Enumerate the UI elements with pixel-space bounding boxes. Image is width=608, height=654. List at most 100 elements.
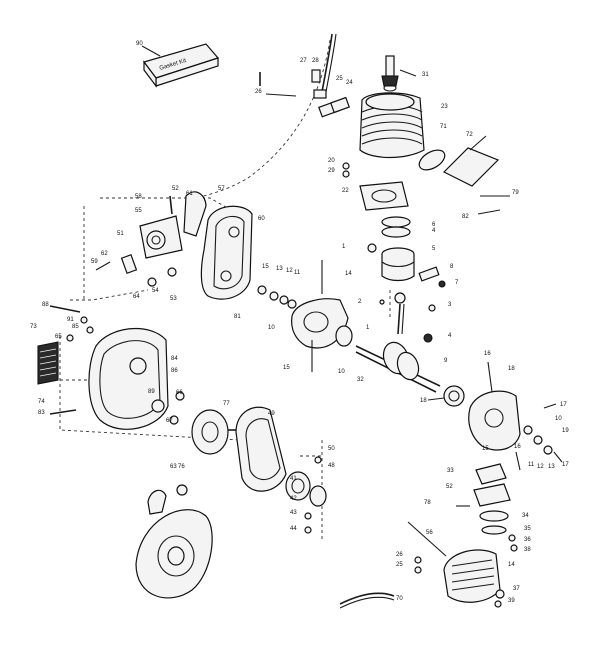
callout-c-6: 6: [432, 222, 436, 228]
callout-c-58: 58: [135, 194, 142, 200]
callout-c-11a: 11: [294, 270, 301, 276]
callout-c-19: 19: [562, 428, 569, 434]
callout-c-84: 84: [171, 356, 178, 362]
piston: [367, 243, 446, 288]
callout-c-7: 7: [455, 280, 459, 286]
callout-c-17a: 17: [560, 402, 567, 408]
callout-c-50: 50: [328, 446, 335, 452]
callout-c-82: 82: [462, 214, 469, 220]
callout-c-13a: 13: [276, 266, 283, 272]
crankshaft: [355, 341, 465, 407]
gasket-kit-box: Gasket Kit: [141, 43, 220, 88]
callout-c-25: 25: [336, 76, 343, 82]
callout-c-52: 52: [172, 186, 179, 192]
callout-c-20: 20: [328, 158, 335, 164]
callout-c-31: 31: [422, 72, 429, 78]
callout-c-36: 36: [524, 537, 531, 543]
callout-c-43: 43: [290, 510, 297, 516]
clutch-drum: [235, 406, 327, 534]
callout-c-55: 55: [135, 208, 142, 214]
callout-c-15: 15: [262, 264, 269, 270]
tank-panel: [200, 205, 253, 300]
callout-c-2: 2: [358, 299, 362, 305]
callout-c-65: 65: [55, 334, 62, 340]
callout-c-23: 23: [441, 104, 448, 110]
callout-c-12a: 12: [286, 268, 293, 274]
carburetor: [95, 191, 207, 287]
callout-c-91: 91: [67, 317, 74, 323]
callout-c-27: 27: [300, 58, 307, 64]
callout-c-25b: 25: [396, 562, 403, 568]
callout-c-15b: 15: [283, 365, 290, 371]
starter-assembly: [135, 484, 213, 599]
callout-c-11b: 11: [528, 462, 535, 468]
callout-c-60: 60: [258, 216, 265, 222]
callout-c-70: 70: [396, 596, 403, 602]
callout-c-4a: 4: [432, 228, 436, 234]
lower-carburetor: [407, 521, 505, 608]
callout-c-10c: 10: [555, 416, 562, 422]
fuel-hose: [339, 592, 395, 609]
crankcase-right: [468, 361, 563, 471]
fan-housing: [88, 327, 185, 430]
callout-c-14a: 14: [345, 271, 352, 277]
callout-c-44: 44: [290, 526, 297, 532]
callout-c-38: 38: [524, 547, 531, 553]
callout-c-4b: 4: [448, 333, 452, 339]
decal-plate: [37, 341, 59, 385]
connecting-rod: [379, 292, 436, 343]
callout-c-56: 56: [426, 530, 433, 536]
callout-c-10b: 10: [338, 369, 345, 375]
callout-c-26b: 26: [396, 552, 403, 558]
callout-c-34: 34: [522, 513, 529, 519]
callout-c-1b: 1: [366, 325, 370, 331]
callout-c-17b: 17: [562, 462, 569, 468]
callout-c-86: 86: [171, 368, 178, 374]
crankcase-left: [257, 260, 353, 372]
callout-c-39: 39: [508, 598, 515, 604]
callout-c-32: 32: [357, 377, 364, 383]
callout-c-18a: 18: [508, 366, 515, 372]
callout-c-8: 8: [450, 264, 454, 270]
callout-c-73: 73: [30, 324, 37, 330]
callout-c-63: 63: [170, 464, 177, 470]
callout-c-74: 74: [38, 399, 45, 405]
callout-c-5: 5: [432, 246, 436, 252]
callout-c-28a: 28: [312, 58, 319, 64]
reed-valve-stack: [456, 463, 518, 552]
callout-c-89: 89: [148, 389, 155, 395]
callout-c-78: 78: [424, 500, 431, 506]
callout-c-12b: 12: [537, 464, 544, 470]
callout-c-33: 33: [447, 468, 454, 474]
callout-c-76: 76: [178, 464, 185, 470]
callout-c-71: 71: [440, 124, 447, 130]
flywheel: [191, 409, 236, 455]
cylinder-gasket: [359, 181, 411, 238]
callout-c-41: 41: [290, 476, 297, 482]
callout-c-10a: 10: [268, 325, 275, 331]
housing-bolts: [49, 305, 94, 415]
callout-c-51: 51: [117, 231, 124, 237]
callout-c-16b: 16: [514, 444, 521, 450]
callout-c-15c: 15: [482, 446, 489, 452]
callout-c-14b: 14: [508, 562, 515, 568]
callout-c-13b: 13: [548, 464, 555, 470]
callout-c-77: 77: [223, 401, 230, 407]
callout-c-66: 66: [176, 390, 183, 396]
cylinder: [359, 84, 425, 159]
top-hardware: [259, 69, 350, 178]
callout-c-1: 1: [342, 244, 346, 250]
callout-c-49: 49: [268, 411, 275, 417]
callout-c-53: 53: [170, 296, 177, 302]
callout-c-16a: 16: [484, 351, 491, 357]
callout-c-79: 79: [512, 190, 519, 196]
exhaust-parts: [418, 135, 510, 215]
callout-c-52b: 52: [446, 484, 453, 490]
callout-c-18b: 18: [420, 398, 427, 404]
callout-c-72: 72: [466, 132, 473, 138]
callout-c-85: 85: [72, 324, 79, 330]
callout-c-22: 22: [342, 188, 349, 194]
callout-c-90: 90: [136, 41, 143, 47]
callout-c-42: 42: [290, 496, 297, 502]
